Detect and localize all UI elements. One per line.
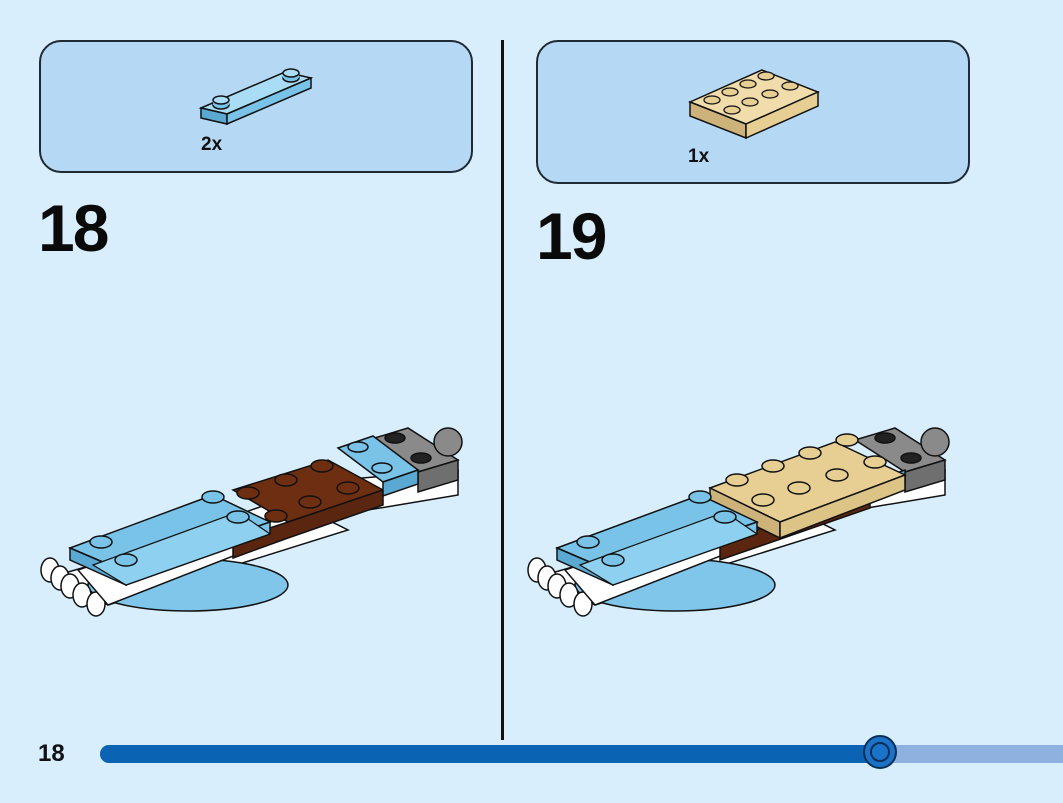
tan-plate-icon bbox=[688, 69, 820, 140]
model-assembly-step-19 bbox=[527, 427, 950, 617]
parts-callout-step-19: 1x bbox=[536, 40, 970, 184]
model-assembly-step-18 bbox=[40, 427, 463, 617]
step-divider bbox=[501, 40, 504, 740]
step-number: 19 bbox=[536, 199, 607, 273]
progress-bar bbox=[100, 735, 1063, 769]
part-quantity: 2x bbox=[201, 134, 223, 155]
page-number: 18 bbox=[38, 740, 65, 767]
step-number: 18 bbox=[38, 191, 109, 265]
parts-callout-step-18: 2x bbox=[39, 40, 473, 173]
progress-bar-fill bbox=[100, 745, 881, 763]
part-quantity: 1x bbox=[688, 146, 710, 167]
progress-marker-icon bbox=[863, 735, 898, 769]
light-blue-plate-icon bbox=[198, 68, 314, 126]
